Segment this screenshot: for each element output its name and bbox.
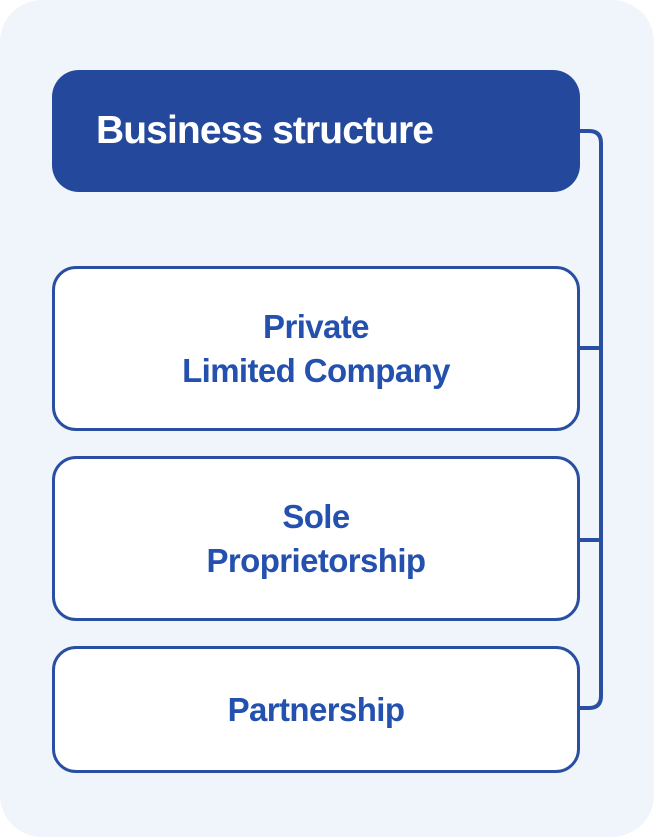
option-node-partnership[interactable]: Partnership [52,646,580,773]
option-label: Partnership [227,690,405,728]
option-node-sole-proprietorship[interactable]: Sole Proprietorship [52,456,580,621]
option-node-private-limited-company[interactable]: Private Limited Company [52,266,580,431]
option-label: Private Limited Company [182,307,450,389]
option-label: Sole Proprietorship [206,497,427,579]
diagram-root-node: Business structure [52,70,580,192]
connector-spine [572,129,603,710]
diagram-title: Business structure [96,108,434,152]
